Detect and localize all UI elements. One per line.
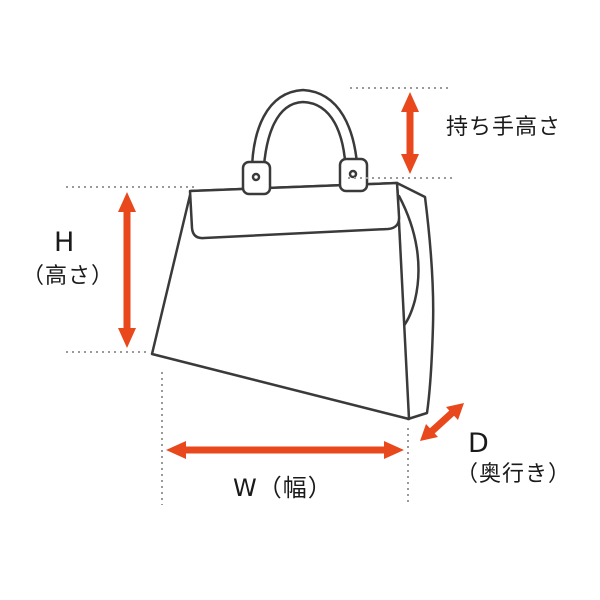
- height-name-label: （高さ）: [22, 264, 115, 289]
- width-arrowhead-right: [384, 441, 404, 459]
- depth-name-label: （奥行き）: [456, 462, 572, 487]
- bag-flap: [188, 181, 401, 240]
- height-arrow: [118, 192, 136, 348]
- handle-height-arrow: [401, 92, 419, 174]
- handle-rivet-right: [348, 169, 358, 179]
- width-arrow: [166, 441, 404, 459]
- height-letter-label: H: [54, 227, 76, 258]
- handle-height-label: 持ち手高さ: [446, 115, 562, 140]
- bag-illustration: [150, 88, 435, 421]
- depth-letter-label: D: [468, 428, 490, 459]
- handle-rivet-left: [251, 172, 261, 182]
- handle-height-arrowhead-down: [401, 154, 419, 174]
- guide-lines: [66, 87, 452, 505]
- measure-arrows: [118, 92, 464, 459]
- height-arrowhead-up: [118, 192, 136, 212]
- width-label: W（幅）: [233, 474, 333, 502]
- handle-height-arrowhead-up: [401, 92, 419, 112]
- depth-arrowhead-downleft: [420, 424, 438, 441]
- height-arrowhead-down: [118, 328, 136, 348]
- depth-arrow-shaft: [428, 409, 456, 435]
- bag-gusset-line: [397, 194, 420, 331]
- depth-arrowhead-upright: [446, 403, 464, 420]
- depth-arrow: [420, 403, 464, 441]
- width-arrowhead-left: [166, 441, 186, 459]
